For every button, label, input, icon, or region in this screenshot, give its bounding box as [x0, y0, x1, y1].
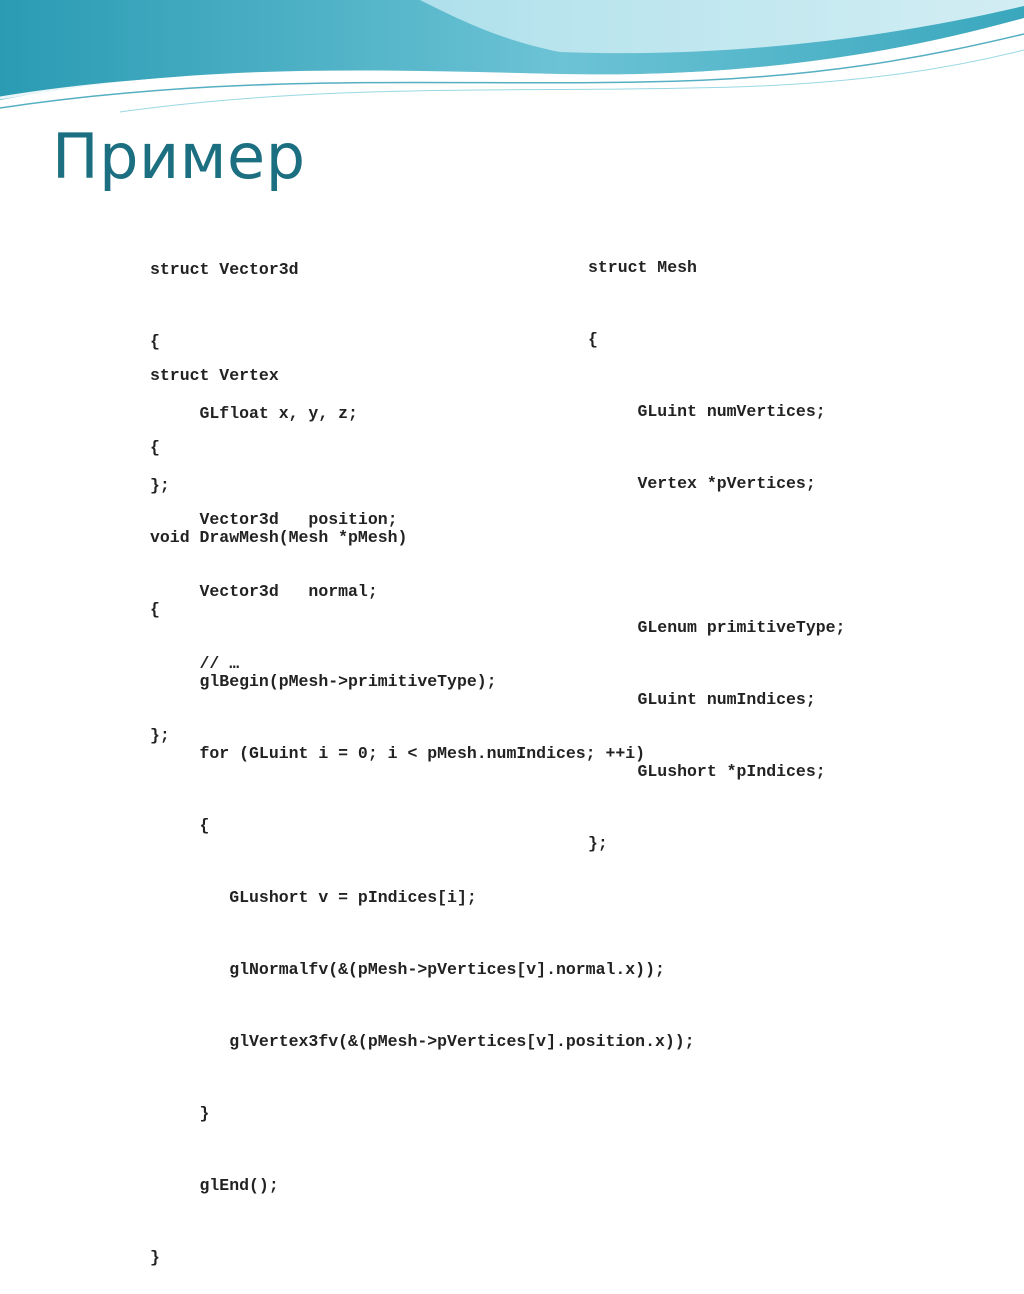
code-line: {: [150, 438, 160, 457]
code-line: }: [150, 1104, 210, 1123]
code-line: GLuint numIndices;: [588, 690, 816, 709]
code-line: struct Mesh: [588, 258, 697, 277]
code-line: void DrawMesh(Mesh *pMesh): [150, 528, 408, 547]
slide-title: Пример: [52, 120, 306, 193]
code-line: };: [150, 476, 170, 495]
wave-banner-decoration: [0, 0, 1024, 113]
code-struct-vector3d: struct Vector3d { GLfloat x, y, z; };: [150, 210, 358, 522]
code-struct-vertex: struct Vertex { Vector3d position; Vecto…: [150, 316, 398, 772]
code-line: GLuint numVertices;: [588, 402, 826, 421]
code-line: {: [150, 332, 160, 351]
code-line: struct Vertex: [150, 366, 279, 385]
wave-line-2: [119, 49, 1024, 113]
code-line: for (GLuint i = 0; i < pMesh.numIndices;…: [150, 744, 646, 763]
code-line: Vector3d normal;: [150, 582, 378, 601]
code-line: struct Vector3d: [150, 260, 299, 279]
code-line: GLenum primitiveType;: [588, 618, 846, 637]
code-line: glEnd();: [150, 1176, 279, 1195]
code-line: {: [150, 816, 210, 835]
code-line: Vertex *pVertices;: [588, 474, 816, 493]
code-line: GLushort v = pIndices[i];: [150, 888, 477, 907]
wave-light: [420, 0, 1024, 54]
code-line: Vector3d position;: [150, 510, 398, 529]
code-line: {: [588, 330, 598, 349]
code-line: };: [150, 726, 170, 745]
code-line: glNormalfv(&(pMesh->pVertices[v].normal.…: [150, 960, 665, 979]
wave-highlight: [0, 20, 1024, 100]
code-line: // …: [150, 654, 240, 673]
code-line: {: [150, 600, 160, 619]
code-line: glBegin(pMesh->primitiveType);: [150, 672, 497, 691]
code-line: glVertex3fv(&(pMesh->pVertices[v].positi…: [150, 1032, 695, 1051]
code-line: GLfloat x, y, z;: [150, 404, 358, 423]
code-function-drawmesh: void DrawMesh(Mesh *pMesh) { glBegin(pMe…: [150, 478, 695, 1294]
wave-line: [0, 33, 1024, 109]
code-line: }: [150, 1248, 160, 1267]
